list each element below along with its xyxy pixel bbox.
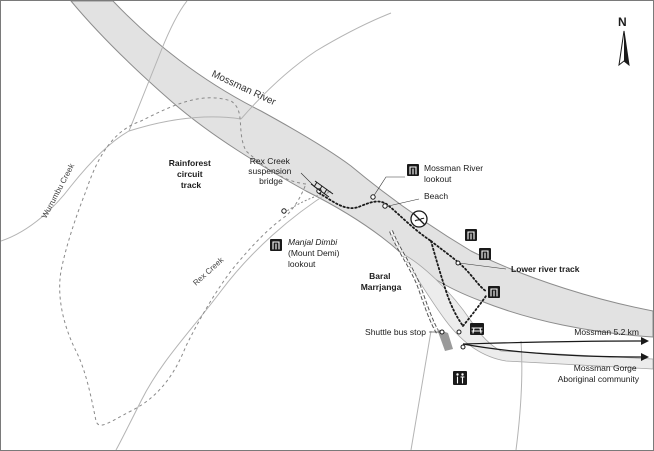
- creek-south: [410, 330, 432, 450]
- bus-stop-area: [437, 329, 453, 351]
- road-aboriginal-community: [462, 343, 642, 358]
- aboriginal-community-label: Mossman Gorge Aboriginal community: [558, 363, 640, 384]
- rainforest-circuit-label: Rainforest circuit track: [169, 158, 213, 190]
- mossman-river-lookout-label: Mossman River lookout: [424, 163, 485, 184]
- marker-beach: [382, 203, 388, 209]
- marker-picnic: [456, 329, 462, 335]
- rex-creek-label: Rex Creek: [191, 255, 226, 288]
- rex-creek: [115, 190, 332, 450]
- north-arrow-icon: [618, 30, 630, 67]
- marker-toilets: [460, 344, 466, 350]
- manjal-dimbi-label: Manjal Dimbi (Mount Demi) lookout: [288, 237, 342, 269]
- marker-manjal: [281, 208, 287, 214]
- leader-mossman-lookout: [372, 176, 405, 198]
- wurrumbu-creek-branch: [128, 1, 188, 132]
- baral-marrjanga-boardwalk-inner: [390, 230, 439, 334]
- river-lower-branch: [399, 251, 653, 370]
- toilets-icon: [453, 371, 467, 385]
- no-swimming-icon: [410, 210, 428, 228]
- shuttle-bus-stop-label: Shuttle bus stop: [365, 327, 426, 337]
- baral-marrjanga-label: Baral Marrjanga: [361, 271, 402, 292]
- lower-river-track-label: Lower river track: [511, 264, 580, 274]
- rex-creek-bridge-label: Rex Creek suspension bridge: [248, 156, 293, 186]
- track-bridge-to-lookout: [318, 192, 432, 242]
- road-community-arrowhead: [641, 353, 649, 361]
- marker-lookout: [370, 194, 376, 200]
- road-mossman-arrowhead: [641, 337, 649, 345]
- creek-lines: [1, 1, 523, 450]
- creek-north: [240, 12, 392, 120]
- wurrumbu-creek: [1, 116, 242, 242]
- mossman-river: [70, 1, 653, 338]
- marker-lookout-2: [455, 260, 461, 266]
- leader-lower-river: [458, 262, 507, 270]
- roads: [462, 340, 642, 358]
- wurrumbu-creek-label: Wurrumbu Creek: [40, 161, 77, 220]
- mossman-distance-label: Mossman 5.2 km: [574, 327, 639, 337]
- creek-south-2: [515, 340, 523, 450]
- marker-bus-stop: [439, 329, 445, 335]
- lookout-icon: [488, 286, 500, 298]
- north-label: N: [618, 15, 627, 29]
- rainforest-circuit-track: [59, 97, 307, 426]
- beach-label: Beach: [424, 191, 448, 201]
- lookout-icon: [479, 248, 491, 260]
- suspension-bridge-symbol: [310, 180, 334, 198]
- track-bus-stop-loop: [462, 295, 487, 327]
- lookout-icon: [465, 229, 477, 241]
- lookout-icon: [407, 164, 419, 176]
- picnic-table-icon: [470, 323, 484, 335]
- road-mossman: [462, 340, 642, 345]
- leader-beach: [383, 198, 420, 208]
- manjal-dimbi-track: [283, 190, 332, 214]
- lookout-icon: [270, 239, 282, 251]
